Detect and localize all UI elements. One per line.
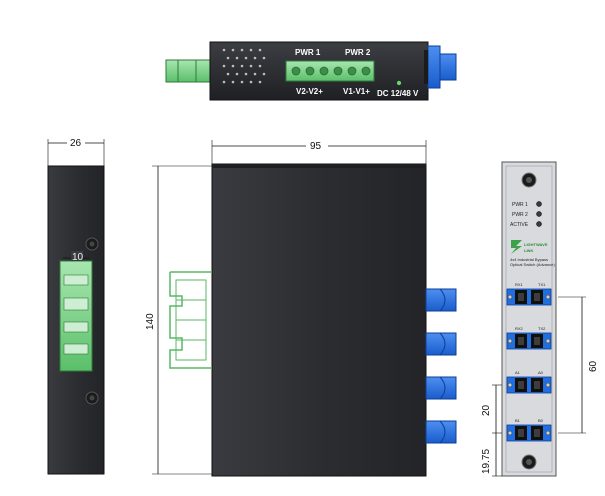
port-label-right: TX1	[538, 282, 546, 287]
port-ferrule-right	[534, 381, 540, 389]
main-view: 95 140	[145, 139, 457, 477]
main-din-clip	[169, 271, 212, 369]
port-flange	[506, 424, 552, 442]
dim-gap-a: 20	[481, 404, 492, 416]
dim-side-width: 26	[70, 138, 82, 149]
dim-main-height: 140	[145, 313, 156, 330]
port-screw-left	[507, 430, 513, 436]
led-pwr1	[536, 201, 542, 207]
product-line2: Optical Switch (Advance)	[510, 262, 555, 267]
port-row: A1 A0	[506, 370, 552, 394]
brand-logo: LIGHTWAVE LINK	[511, 240, 548, 254]
power-terminal-block	[285, 60, 375, 82]
dim-port-pitch: 60	[588, 360, 599, 372]
brand-line1: LIGHTWAVE	[524, 242, 548, 247]
port-ferrule-right	[534, 293, 540, 301]
port-screw-left	[507, 294, 513, 300]
main-connector-2	[425, 332, 457, 356]
led-active-label: ACTIVE	[510, 222, 529, 228]
port-ferrule-left	[518, 337, 524, 345]
side-view: 26 10	[47, 135, 105, 475]
port-screw-right	[545, 382, 551, 388]
main-fiber-connectors	[425, 288, 457, 444]
top-fiber-connector	[427, 45, 441, 89]
port-row: B1 B0	[506, 418, 552, 442]
port-label-right: A0	[538, 370, 544, 375]
top-view: PWR 1 PWR 2 V2-V2+ V1-V1+ DC 12/48 V	[165, 41, 457, 101]
product-line1: 4x4 Industrial Bypass	[510, 257, 548, 262]
main-connector-1	[425, 288, 457, 312]
dim-main-width: 95	[310, 141, 322, 152]
top-din-clip	[165, 59, 211, 83]
port-label-left: RX1	[515, 282, 524, 287]
pwr1-label: PWR 1	[295, 48, 321, 57]
vent-grid	[222, 48, 266, 84]
port-screw-right	[545, 338, 551, 344]
port-label-right: B0	[538, 418, 544, 423]
port-row: RX2 TX2	[506, 326, 552, 350]
main-connector-3	[425, 376, 457, 400]
pwr2-label: PWR 2	[345, 48, 371, 57]
dc-label: DC 12/48 V	[377, 89, 419, 98]
v2-label: V2-V2+	[296, 87, 323, 96]
front-panel-body	[501, 161, 557, 477]
led-pwr1-label: PWR 1	[512, 202, 528, 208]
dim-side-clip: 10	[72, 252, 84, 263]
port-screw-left	[507, 382, 513, 388]
power-led	[396, 80, 402, 86]
port-flange	[506, 376, 552, 394]
port-screw-right	[545, 294, 551, 300]
v1-label: V1-V1+	[343, 87, 370, 96]
port-ferrule-right	[534, 337, 540, 345]
port-ferrule-right	[534, 429, 540, 437]
front-panel: PWR 1 PWR 2 ACTIVE LIGHTWAVE LINK 4x4 In…	[481, 161, 599, 477]
port-flange	[506, 288, 552, 306]
dim-gap-b: 19.75	[481, 449, 492, 474]
port-ferrule-left	[518, 293, 524, 301]
port-ferrule-left	[518, 429, 524, 437]
main-body	[211, 163, 427, 477]
led-pwr2-label: PWR 2	[512, 212, 528, 218]
port-screw-right	[545, 430, 551, 436]
led-pwr2	[536, 211, 542, 217]
led-active	[536, 221, 542, 227]
port-row: RX1 TX1	[506, 282, 552, 306]
port-label-right: TX2	[538, 326, 546, 331]
port-label-left: A1	[515, 370, 521, 375]
port-label-left: B1	[515, 418, 521, 423]
main-connector-4	[425, 420, 457, 444]
brand-line2: LINK	[524, 248, 533, 253]
port-label-left: RX2	[515, 326, 524, 331]
port-ferrule-left	[518, 381, 524, 389]
port-screw-left	[507, 338, 513, 344]
port-flange	[506, 332, 552, 350]
